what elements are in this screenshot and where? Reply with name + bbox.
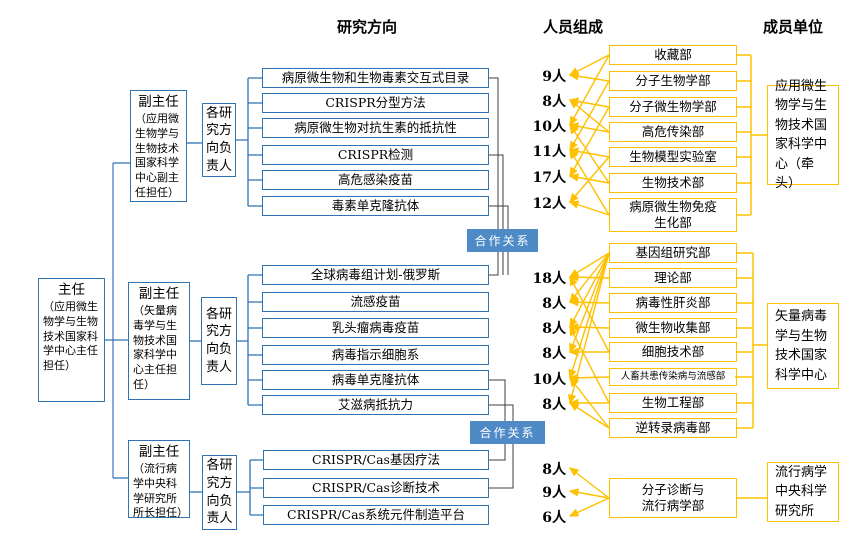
personnel-count: 8人 (542, 462, 566, 478)
personnel-count: 8人 (542, 397, 566, 413)
deputy-title: 副主任 (138, 94, 179, 110)
research-direction: 病毒单克隆抗体 (262, 370, 489, 390)
research-direction: 流感疫苗 (262, 292, 489, 312)
unit-connectors (735, 54, 767, 499)
deputy-note: （应用微生物学与生物技术国家科学中心副主任担任） (135, 111, 179, 200)
department-box: 理论部 (609, 268, 737, 288)
department-box: 基因组研究部 (609, 243, 737, 263)
department-box: 逆转录病毒部 (609, 418, 737, 438)
personnel-count: 9人 (542, 485, 566, 501)
department-box: 生物工程部 (609, 393, 737, 413)
department-box: 细胞技术部 (609, 342, 737, 362)
director-title: 主任 (58, 282, 85, 298)
research-direction: CRISPR/Cas基因疗法 (263, 450, 489, 470)
department-box: 分子生物学部 (609, 71, 737, 91)
personnel-count: 8人 (542, 321, 566, 337)
research-direction: 艾滋病抵抗力 (262, 395, 489, 415)
deputy-title: 副主任 (138, 444, 180, 460)
research-direction: CRISPR/Cas诊断技术 (263, 478, 489, 498)
research-direction: 高危感染疫苗 (262, 170, 489, 190)
deputy-director-box-1: 副主任 （应用微生物学与生物技术国家科学中心副主任担任） (130, 90, 187, 202)
research-direction: CRISPR分型方法 (262, 93, 489, 113)
director-note: （应用微生物学与生物技术国家科学中心主任担任） (43, 299, 98, 373)
department-box: 病毒性肝炎部 (609, 293, 737, 313)
deputy-note: （矢量病毒学与生物技术国家科学中心主任担任） (133, 303, 177, 392)
research-direction: 全球病毒组计划-俄罗斯 (262, 265, 489, 285)
member-unit-box: 矢量病毒学与生物技术国家科学中心 (767, 303, 839, 389)
research-direction: 病毒指示细胞系 (262, 345, 489, 365)
research-direction: 毒素单克隆抗体 (262, 196, 489, 216)
personnel-count: 6人 (542, 510, 566, 526)
direction-leader-box-2: 各研究方向负责人 (201, 297, 237, 385)
personnel-count: 9人 (542, 69, 566, 85)
personnel-count: 8人 (542, 94, 566, 110)
direction-leader-box-3: 各研究方向负责人 (202, 455, 237, 530)
personnel-count: 8人 (542, 346, 566, 362)
director-box: 主任 （应用微生物学与生物技术国家科学中心主任担任） (38, 278, 105, 402)
deputy-director-box-2: 副主任 （矢量病毒学与生物技术国家科学中心主任担任） (128, 282, 190, 400)
personnel-link-arrows (568, 54, 610, 517)
research-direction: 病原微生物和生物毒素交互式目录 (262, 68, 489, 88)
department-box: 病原微生物免疫生化部 (609, 198, 737, 232)
header-personnel: 人员组成 (543, 19, 604, 36)
department-box: 人畜共患传染病与流感部 (609, 368, 737, 386)
department-box: 高危传染部 (609, 122, 737, 142)
personnel-count: 12人 (532, 196, 566, 212)
direction-leader-box-1: 各研究方向负责人 (202, 103, 236, 177)
research-direction: 乳头瘤病毒疫苗 (262, 318, 489, 338)
department-box: 分子微生物学部 (609, 97, 737, 117)
deputy-title: 副主任 (138, 286, 180, 302)
personnel-count: 11人 (532, 144, 566, 160)
personnel-count: 10人 (532, 119, 566, 135)
member-unit-box: 流行病学中央科学研究所 (767, 462, 839, 522)
personnel-count: 17人 (532, 170, 566, 186)
department-box: 生物技术部 (609, 173, 737, 193)
department-box: 微生物收集部 (609, 318, 737, 338)
department-box: 生物模型实验室 (609, 147, 737, 167)
collaboration-badge-2: 合作关系 (470, 421, 545, 444)
header-member-units: 成员单位 (763, 19, 824, 36)
department-box: 收藏部 (609, 45, 737, 65)
personnel-count: 8人 (542, 296, 566, 312)
research-direction: 病原微生物对抗生素的抵抗性 (262, 118, 489, 138)
member-unit-box: 应用微生物学与生物技术国家科学中心（牵头） (767, 79, 839, 191)
deputy-note: （流行病学中央科学研究所所长担任） (133, 461, 188, 520)
department-box: 分子诊断与流行病学部 (609, 478, 737, 518)
research-direction: CRISPR/Cas系统元件制造平台 (263, 505, 489, 525)
deputy-director-box-3: 副主任 （流行病学中央科学研究所所长担任） (128, 440, 190, 520)
research-direction: CRISPR检测 (262, 145, 489, 165)
collaboration-badge-1: 合作关系 (467, 229, 538, 252)
personnel-count: 10人 (532, 372, 566, 388)
personnel-count: 18人 (532, 271, 566, 287)
header-research-directions: 研究方向 (337, 19, 398, 36)
